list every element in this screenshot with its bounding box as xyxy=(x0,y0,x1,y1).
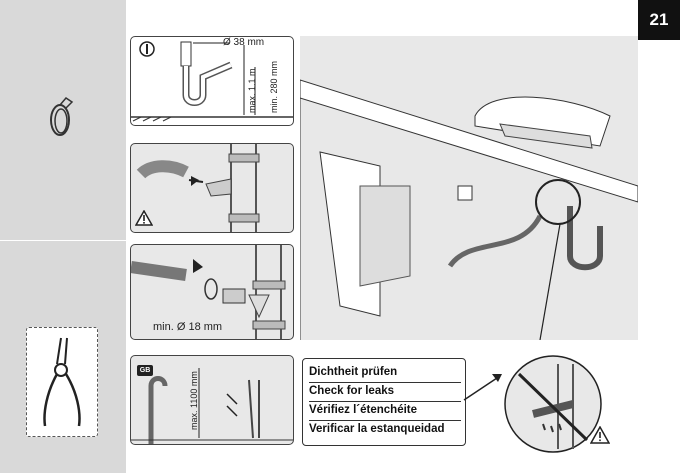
pliers-icon xyxy=(43,337,81,427)
siphon-illustration xyxy=(131,41,293,122)
leak-check-de: Dichtheit prüfen xyxy=(309,363,461,383)
panel-siphon: Ø 38 mm max. 1.1 m min. 280 mm xyxy=(130,36,294,126)
gb-illustration xyxy=(131,368,293,444)
panel-drain-pipe xyxy=(130,143,294,233)
warning-icon xyxy=(590,426,610,444)
sidebar xyxy=(0,0,126,473)
sidebar-divider xyxy=(0,240,126,241)
gb-badge: GB xyxy=(137,365,153,376)
warning-icon xyxy=(135,210,153,226)
page-number: 21 xyxy=(638,0,680,40)
hose-clamp-icon xyxy=(50,97,74,136)
hose-connector-illustration xyxy=(131,245,286,339)
siphon-height-min-label: min. 280 mm xyxy=(269,60,279,113)
hose-diameter-label: min. Ø 18 mm xyxy=(153,321,223,333)
leak-check-box: Dichtheit prüfen Check for leaks Vérifie… xyxy=(302,358,466,446)
kitchen-sink-illustration xyxy=(300,36,638,340)
gb-height-label: max. 1100 mm xyxy=(189,371,199,430)
siphon-diameter-label: Ø 38 mm xyxy=(223,37,265,48)
leak-detail-circle xyxy=(504,355,602,453)
drain-pipe-illustration xyxy=(136,144,260,232)
panel-hose-connector: min. Ø 18 mm xyxy=(130,244,294,340)
leak-check-fr: Vérifiez l´étenchéite xyxy=(309,401,461,421)
leak-check-en: Check for leaks xyxy=(309,382,461,402)
siphon-height-max-label: max. 1.1 m xyxy=(247,68,257,113)
pointer-arrow xyxy=(463,374,502,401)
panel-gb: max. 1100 mm xyxy=(130,355,294,445)
tool-box xyxy=(26,327,98,437)
leak-check-es: Verificar la estanqueidad xyxy=(309,423,445,435)
no-icon xyxy=(517,372,589,442)
